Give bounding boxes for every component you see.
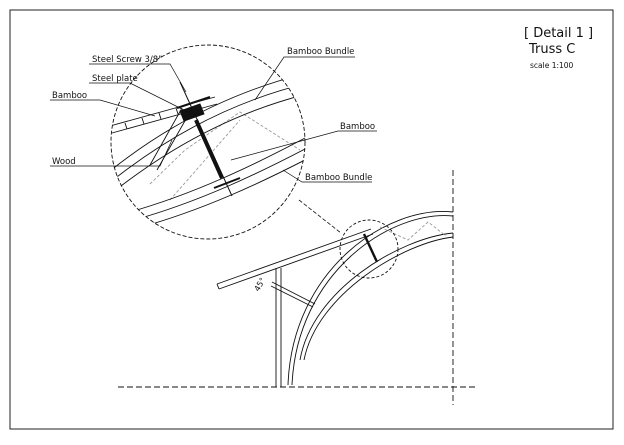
crown-bolt <box>362 233 379 263</box>
washer-top <box>176 96 211 109</box>
leader-lines <box>50 56 377 183</box>
diagonal-brace-a <box>271 281 316 305</box>
label-bamboo-bundle-top: Bamboo Bundle <box>287 47 354 57</box>
angle-label: 45° <box>253 276 268 293</box>
inner-arch-b <box>303 236 454 361</box>
washer-bottom <box>213 177 241 189</box>
leader-bundle-top <box>254 56 355 101</box>
sheet-border <box>9 9 614 430</box>
rafter-tick-1 <box>124 122 128 130</box>
label-wood: Wood <box>52 157 76 167</box>
outer-arch-b <box>291 215 454 386</box>
truss-elevation <box>118 170 478 405</box>
label-bamboo-bundle-bottom: Bamboo Bundle <box>305 173 372 183</box>
rafter-tick-4 <box>175 107 179 115</box>
label-bamboo-right: Bamboo <box>340 122 375 132</box>
detail-web-hidden <box>149 111 301 185</box>
upper-bundle-2 <box>111 79 305 185</box>
rafter-bottom <box>218 233 374 290</box>
truss-title: Truss C <box>528 42 575 57</box>
outer-arch-a <box>287 211 454 386</box>
leader-bundle-bottom <box>282 169 372 183</box>
enlarged-detail-content <box>111 69 305 229</box>
lower-bundle-2 <box>133 139 305 221</box>
leader-wood <box>50 139 173 167</box>
inner-arch-a <box>299 232 454 361</box>
leader-bamboo-right <box>230 130 377 161</box>
rafter-tick-2 <box>141 117 145 125</box>
leader-steel-plate <box>89 82 191 114</box>
rafter-tick-3 <box>158 112 162 120</box>
lower-bundle-1 <box>129 129 305 213</box>
bolt-shaft <box>194 119 224 179</box>
detail-web-hidden-2 <box>169 119 241 201</box>
detail-title: [ Detail 1 ] <box>524 26 593 41</box>
callout-leader <box>298 199 342 234</box>
label-bamboo-left: Bamboo <box>52 91 87 101</box>
diagonal-brace-b <box>270 285 314 308</box>
label-steel-screw: Steel Screw 3/8" <box>92 55 162 65</box>
steel-plate <box>179 103 205 122</box>
detail-callout-circle <box>339 219 399 279</box>
rafter-top <box>216 228 372 285</box>
upper-bundle-3 <box>111 89 305 194</box>
leader-bamboo-left <box>50 99 156 117</box>
enlarged-detail-circle <box>110 44 306 240</box>
rafter-end <box>216 283 220 290</box>
web-hidden <box>379 221 447 241</box>
label-steel-plate: Steel plate <box>92 74 138 84</box>
scale-note: scale 1:100 <box>530 61 574 70</box>
leader-steel-screw <box>89 63 187 93</box>
wood-post-left <box>149 107 183 166</box>
lower-bundle-3 <box>137 149 305 229</box>
